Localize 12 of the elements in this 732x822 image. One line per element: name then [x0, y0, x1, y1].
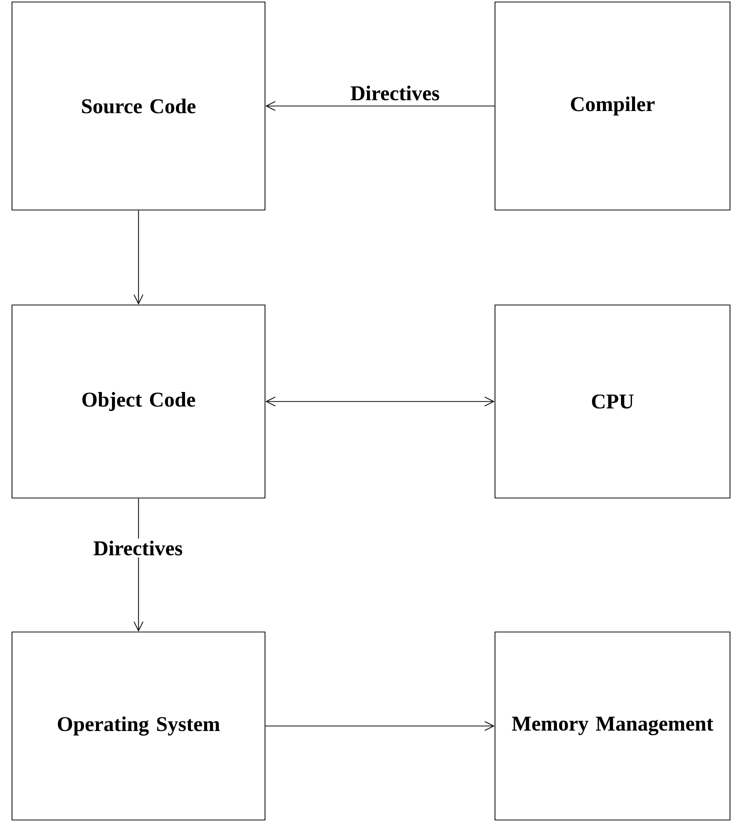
arrow: [265, 101, 495, 111]
process-box: Object Code: [12, 304, 266, 498]
arrow: [265, 396, 495, 406]
edge-label: Directives: [91, 538, 185, 558]
arrow: [265, 721, 495, 731]
arrow: [134, 210, 144, 305]
process-box: Source Code: [12, 2, 266, 210]
process-box: Memory Management: [494, 632, 730, 820]
process-box: Operating System: [12, 632, 266, 820]
process-box: Compiler: [494, 2, 730, 210]
process-box: CPU: [494, 304, 730, 498]
edge-label: Directives: [348, 84, 442, 102]
